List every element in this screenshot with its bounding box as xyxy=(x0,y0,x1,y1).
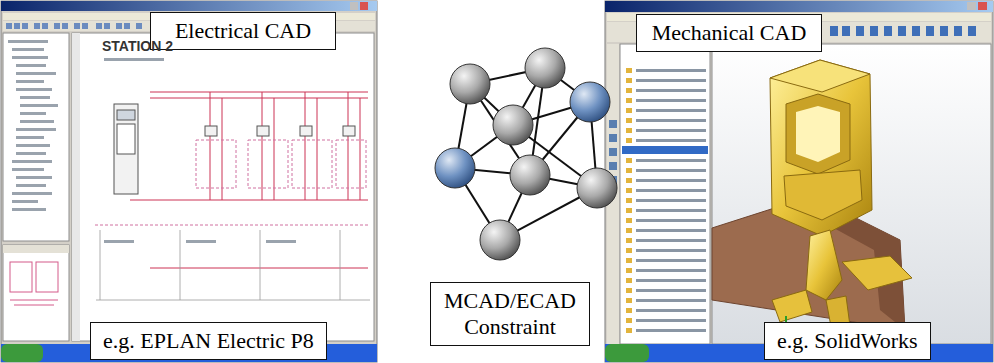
box-text: e.g. SolidWorks xyxy=(777,328,918,354)
title-box: Mechanical CAD xyxy=(636,14,822,52)
title-box: Electrical CAD xyxy=(150,12,336,50)
box-text: e.g. EPLAN Electric P8 xyxy=(103,328,314,354)
example-box: e.g. SolidWorks xyxy=(764,322,931,360)
example-box: e.g. EPLAN Electric P8 xyxy=(90,322,327,360)
mcad-screenshot xyxy=(605,1,993,362)
constraint-box: MCAD/ECAD Constraint xyxy=(430,282,590,346)
screen-label: STATION 2 xyxy=(102,38,173,54)
box-text: Electrical CAD xyxy=(163,18,323,44)
network-nodes xyxy=(435,48,617,260)
box-text: MCAD/ECAD Constraint xyxy=(443,288,577,340)
box-text: Mechanical CAD xyxy=(649,20,809,46)
ecad-screenshot xyxy=(1,1,377,362)
